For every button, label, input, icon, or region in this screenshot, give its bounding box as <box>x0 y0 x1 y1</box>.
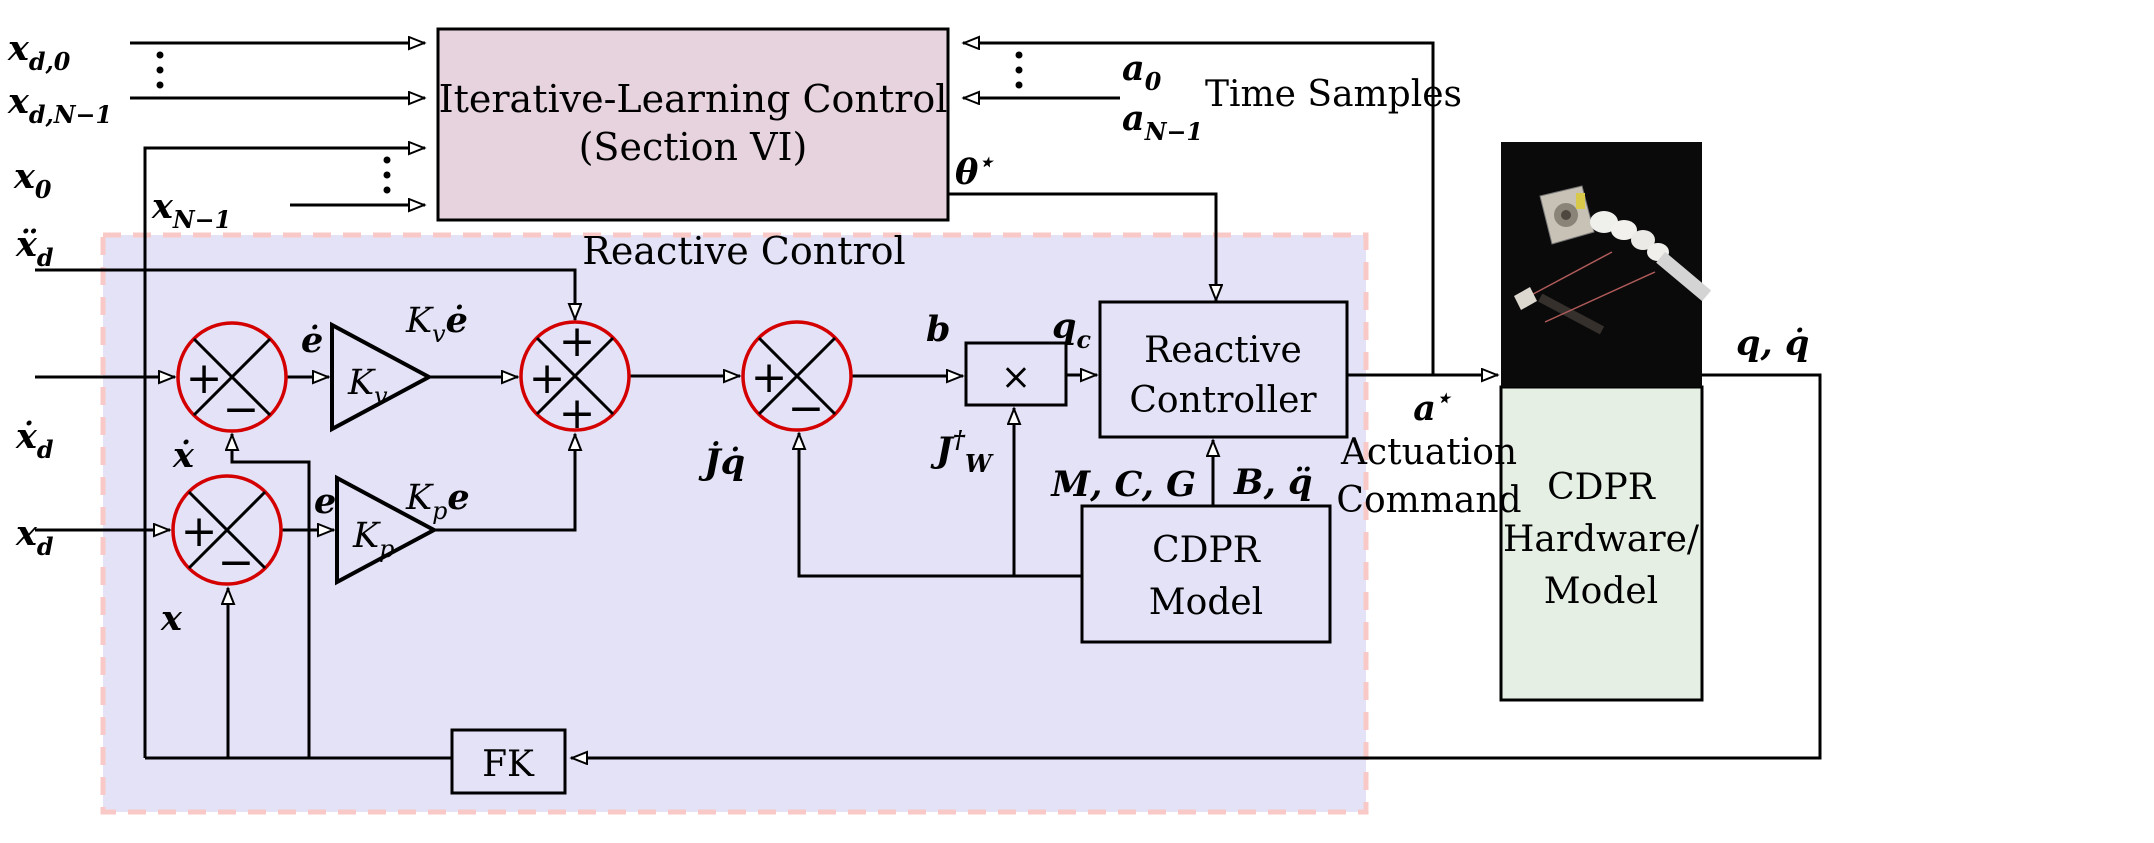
label-xdot: ẋ <box>172 435 195 476</box>
plus-sign: + <box>559 388 596 439</box>
label-aN1: aN−1 <box>1122 98 1203 146</box>
label-x: x <box>160 598 183 639</box>
reactive-controller-line2: Controller <box>1129 380 1317 421</box>
wires <box>35 43 1822 758</box>
label-x0: x0 <box>13 156 52 204</box>
label-xN1: xN−1 <box>151 186 231 234</box>
hardware-line3: Model <box>1544 571 1658 612</box>
label-xd0: xd,0 <box>7 28 71 76</box>
gain-kv: Kv <box>330 321 434 433</box>
minus-sign: − <box>788 383 825 434</box>
wire-xdot-up <box>232 434 311 758</box>
cdpr-model-box: CDPR Model <box>1080 504 1332 644</box>
ilc-box: Iterative-Learning Control (Section VI) <box>436 27 950 222</box>
ellipsis-dots <box>156 51 1023 194</box>
label-mcg: M, C, G <box>1050 464 1196 505</box>
sum-junction-velocity: + − <box>176 321 288 435</box>
hardware-box <box>1499 385 1704 702</box>
plus-sign: + <box>751 352 788 403</box>
sum-junction-task: + − <box>741 320 853 434</box>
multiply-box: × <box>964 341 1068 407</box>
ilc-title-line1: Iterative-Learning Control <box>439 77 948 121</box>
kv-label: Kv <box>347 363 388 410</box>
label-xdN1: xd,N−1 <box>7 81 112 129</box>
label-q-qdot: q, q̇ <box>1736 323 1809 364</box>
cdpr-model-line1: CDPR <box>1152 530 1261 571</box>
fk-label: FK <box>482 744 535 785</box>
region-title: Reactive Control <box>582 229 905 273</box>
kp-label: Kp <box>352 516 394 563</box>
hardware-line2: Hardware/ <box>1503 519 1700 560</box>
label-x-d: xd <box>15 513 54 561</box>
label-a0: a0 <box>1122 48 1162 96</box>
plus-sign: + <box>181 506 218 557</box>
wire-theta-star <box>948 192 1216 301</box>
label-xdd-d: ẍd <box>15 224 54 272</box>
label-kp-e: Kpe <box>405 477 470 525</box>
sum-junction-accel: + + + <box>519 316 631 439</box>
plus-sign: + <box>186 353 223 404</box>
label-theta-star: θ⋆ <box>955 148 994 193</box>
cdpr-hardware-block: CDPR Hardware/ Model <box>1499 142 1712 702</box>
cdpr-model-line2: Model <box>1149 582 1263 623</box>
label-actuation: Actuation <box>1340 432 1517 473</box>
label-edot: ė <box>301 320 323 361</box>
wire-x0-feedback <box>143 148 425 758</box>
multiply-symbol: × <box>1001 357 1031 398</box>
wire-model-left-out <box>799 433 1082 578</box>
plus-sign: + <box>559 316 596 367</box>
robot-photo <box>1501 142 1712 387</box>
gain-kp: Kp <box>335 474 439 586</box>
label-a-star: a⋆ <box>1413 384 1452 429</box>
label-command: Command <box>1336 480 1521 521</box>
label-jdot-qdot: J̇q̇ <box>698 440 745 483</box>
label-xdot-d: ẋd <box>15 416 54 464</box>
signal-labels: xd,0 xd,N−1 x0 xN−1 ẍd ẋd xd ė e ẋ x Kvė… <box>7 28 1809 639</box>
plus-sign: + <box>529 353 566 404</box>
hardware-line1: CDPR <box>1547 467 1656 508</box>
label-b-qdd: B, q̈ <box>1233 462 1312 503</box>
label-kv-edot: Kvė <box>405 300 468 348</box>
wire-qqdot-feedback <box>571 373 1822 758</box>
minus-sign: − <box>218 537 255 588</box>
reactive-controller-box: Reactive Controller <box>1098 300 1349 439</box>
wire-kp-out <box>433 434 575 532</box>
minus-sign: − <box>223 384 260 435</box>
label-b: b <box>926 309 950 350</box>
ilc-title-line2: (Section VI) <box>579 125 808 169</box>
label-time-samples: Time Samples <box>1205 74 1462 115</box>
label-qc: qc <box>1052 306 1091 354</box>
wire-xdd-d <box>35 268 575 320</box>
wire-a0-feedback <box>963 43 1435 375</box>
reactive-controller-line1: Reactive <box>1144 330 1302 371</box>
fk-box: FK <box>450 728 567 795</box>
sum-junction-position: + − <box>171 474 283 588</box>
label-e: e <box>314 481 336 522</box>
